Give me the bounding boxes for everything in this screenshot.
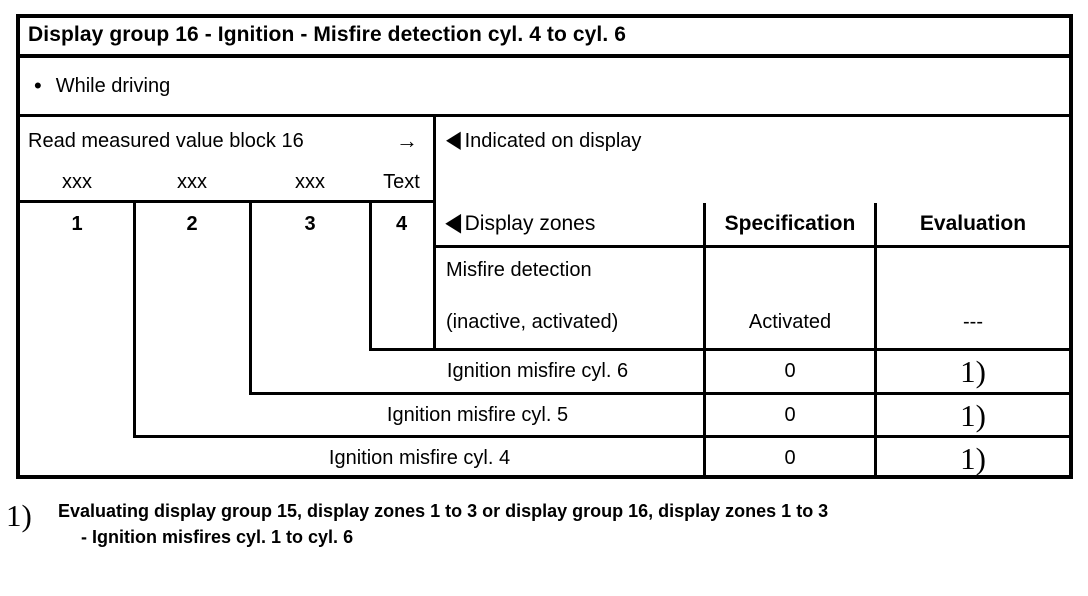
rule-zone-col-1-2 <box>133 203 136 435</box>
zone-number-4: 4 <box>395 212 408 235</box>
header-evaluation: Evaluation <box>919 211 1027 235</box>
row-cyl4-specification: 0 <box>784 446 796 469</box>
table-border-left <box>16 14 20 479</box>
arrow-right-icon: → <box>396 128 418 153</box>
row-cyl5-description: Ignition misfire cyl. 5 <box>386 403 569 426</box>
table-title: Display group 16 - Ignition - Misfire de… <box>28 22 627 46</box>
indicated-on-display: ◀ Indicated on display <box>446 120 946 162</box>
table-border-top <box>16 14 1073 18</box>
footnote-line-2: - Ignition misfires cyl. 1 to cyl. 6 <box>81 527 354 547</box>
row-cyl6-evaluation: 1) <box>960 354 986 389</box>
rule-zone-col-2-3 <box>249 203 252 392</box>
rule-between-block-and-display <box>433 117 436 200</box>
row-misfire-detection-specification: Activated <box>748 310 832 333</box>
rule-specification-evaluation <box>874 203 877 479</box>
row-misfire-detection-evaluation: --- <box>963 310 983 333</box>
field-type-3: xxx <box>295 170 325 193</box>
rule-zone-col-3-4 <box>369 203 372 348</box>
zone-number-3: 3 <box>304 212 316 235</box>
condition-label: While driving <box>55 74 171 97</box>
row-misfire-detection-line2: (inactive, activated) <box>446 310 619 333</box>
rule-under-condition <box>16 114 1073 117</box>
footnote-line-1: Evaluating display group 15, display zon… <box>58 501 829 521</box>
zone-number-2: 2 <box>186 212 198 235</box>
row-cyl4-description: Ignition misfire cyl. 4 <box>328 446 511 469</box>
footnote-block: 1) Evaluating display group 15, display … <box>6 498 1082 550</box>
row-cyl6-description: Ignition misfire cyl. 6 <box>446 360 629 382</box>
footnote-marker: 1) <box>6 498 32 533</box>
rule-under-row-cyl5 <box>133 435 1073 438</box>
row-cyl4-evaluation: 1) <box>960 440 986 476</box>
header-specification: Specification <box>724 211 856 235</box>
read-measured-value-block-label: Read measured value block 16 <box>28 129 304 152</box>
rule-under-header <box>436 245 1073 248</box>
triangle-left-icon-2: ◀ <box>446 209 461 236</box>
zone-number-1: 1 <box>71 212 83 235</box>
triangle-left-icon: ◀ <box>446 126 461 153</box>
row-misfire-detection-line1: Misfire detection <box>446 258 592 281</box>
row-cyl5-specification: 0 <box>784 403 796 426</box>
rule-under-field-types <box>16 200 436 203</box>
bullet-icon: • <box>34 73 42 98</box>
rule-under-title <box>16 54 1073 58</box>
rule-zone-col-4-desc <box>433 203 436 348</box>
condition-row: • While driving <box>34 58 1064 114</box>
table-border-bottom <box>16 475 1073 479</box>
indicated-on-display-label: Indicated on display <box>464 129 642 152</box>
rule-desc-specification <box>703 203 706 479</box>
rule-under-row-misfire-detection <box>369 348 1073 351</box>
header-display-zones: ◀ Display zones <box>446 203 696 245</box>
header-display-zones-label: Display zones <box>464 211 596 235</box>
field-type-1: xxx <box>62 170 92 193</box>
rule-under-row-cyl6 <box>249 392 1073 395</box>
row-cyl6-specification: 0 <box>784 360 796 382</box>
row-cyl5-evaluation: 1) <box>960 397 986 433</box>
field-type-4: Text <box>383 170 420 193</box>
field-type-2: xxx <box>177 170 207 193</box>
